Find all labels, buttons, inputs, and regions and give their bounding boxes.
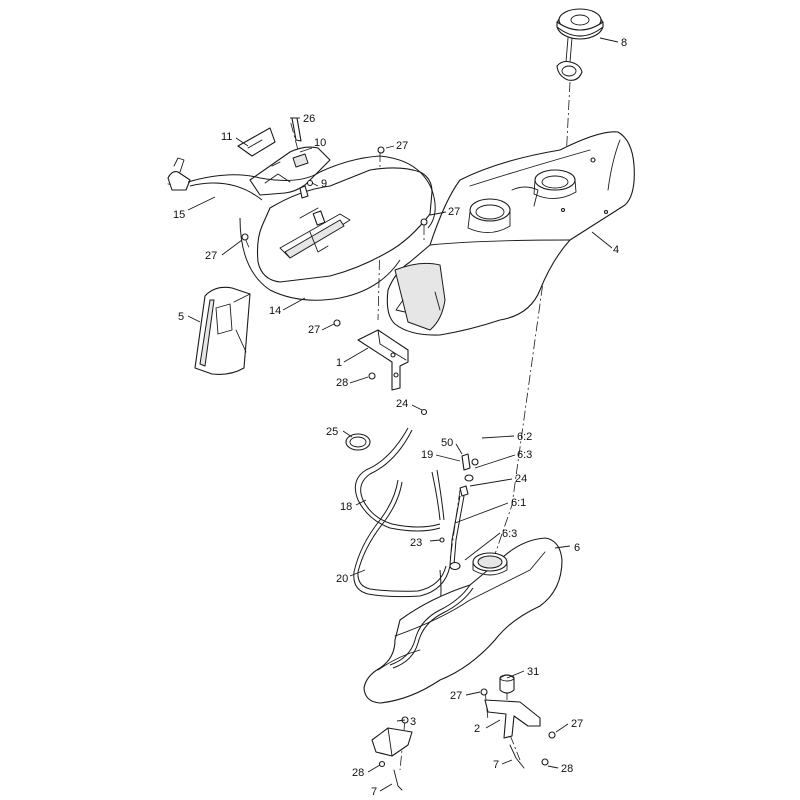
callout-11: 11 <box>221 131 232 143</box>
callout-23: 23 <box>410 537 422 549</box>
cable-part-14-15 <box>167 155 436 301</box>
callout-28: 28 <box>336 377 348 389</box>
seat-pan-part <box>256 167 433 283</box>
console-cover-part-10 <box>237 117 331 196</box>
side-panel-part-5 <box>194 286 251 375</box>
callout-6-2: 6:2 <box>517 431 532 443</box>
callout-25: 25 <box>326 426 338 438</box>
callout-4: 4 <box>613 244 619 256</box>
callout-6-1: 6:1 <box>511 497 526 509</box>
fuel-fittings-part-6-subparts <box>439 453 479 571</box>
callout-5: 5 <box>178 311 184 323</box>
callout-27: 27 <box>571 718 583 730</box>
tank-cover-part-4 <box>386 131 635 336</box>
fuel-tank-part-6 <box>363 537 563 704</box>
callout-6-3: 6:3 <box>517 449 532 461</box>
fuel-cap-part-8 <box>556 8 604 81</box>
callout-18: 18 <box>340 501 352 513</box>
callout-19: 19 <box>421 449 433 461</box>
callout-7: 7 <box>493 759 499 771</box>
callout-20: 20 <box>336 573 348 585</box>
bracket-part-3 <box>371 716 413 791</box>
callout-15: 15 <box>173 209 185 221</box>
callout-6-3: 6:3 <box>502 528 517 540</box>
callout-27: 27 <box>308 324 320 336</box>
hoses-part-18-20 <box>345 408 451 611</box>
callout-26: 26 <box>303 113 315 125</box>
callout-31: 31 <box>527 666 539 678</box>
callout-50: 50 <box>441 437 453 449</box>
bracket-part-2 <box>480 674 556 769</box>
callout-14: 14 <box>269 305 281 317</box>
callout-1: 1 <box>336 357 342 369</box>
callout-27: 27 <box>396 140 408 152</box>
callout-24: 24 <box>396 398 408 410</box>
callout-27: 27 <box>448 206 460 218</box>
callout-28: 28 <box>561 763 573 775</box>
callout-labels: 8 26 11 10 27 9 15 27 27 4 5 14 27 1 28 … <box>173 37 627 798</box>
callout-3: 3 <box>410 716 416 728</box>
callout-2: 2 <box>474 723 480 735</box>
callout-27: 27 <box>450 690 462 702</box>
callout-8: 8 <box>621 37 627 49</box>
bracket-part-1 <box>333 319 409 391</box>
callout-10: 10 <box>314 137 326 149</box>
callout-27: 27 <box>205 250 217 262</box>
callout-28: 28 <box>352 767 364 779</box>
callout-24: 24 <box>515 473 527 485</box>
callout-7: 7 <box>371 786 377 798</box>
leader-lines <box>187 37 619 792</box>
callout-6: 6 <box>574 542 580 554</box>
callout-9: 9 <box>321 178 327 190</box>
